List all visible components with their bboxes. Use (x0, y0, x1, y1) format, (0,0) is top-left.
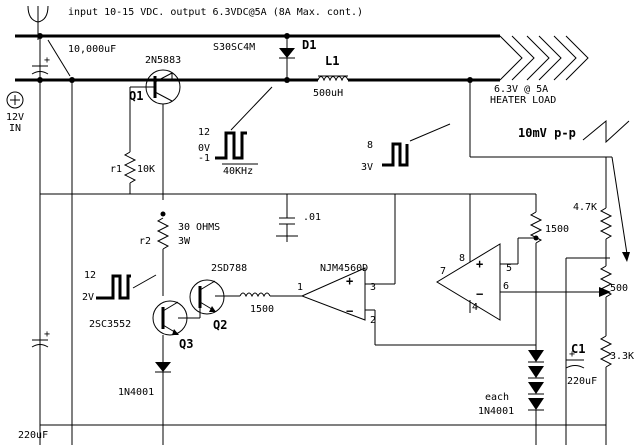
title-text: input 10-15 VDC. output 6.3VDC@5A (8A Ma… (68, 7, 363, 18)
pin-5: 5 (506, 263, 512, 274)
diode-part-number: 1N4001 (118, 387, 154, 398)
q1-part-number: 2N5883 (145, 55, 181, 66)
d1-part-number: S30SC4M (213, 42, 255, 53)
pin-3: 3 (370, 282, 376, 293)
r-1500-base-value: 1500 (250, 304, 274, 315)
opamp-a-minus: − (346, 304, 353, 318)
r-1500-right-value: 1500 (545, 224, 569, 235)
q2-part-number: 2SD788 (211, 263, 247, 274)
opamp-a-plus: + (346, 274, 353, 288)
supply-in-label: IN (9, 123, 21, 134)
bottom-cap-plus-sign: + (44, 329, 50, 340)
opamp-part-number: NJM4560D (320, 263, 368, 274)
heater-load-symbol (499, 35, 589, 81)
d1-label: D1 (302, 38, 316, 52)
waveform-opamp-out (382, 123, 451, 167)
r-4k7-value: 4.7K (573, 202, 597, 213)
opamp-a (300, 194, 536, 346)
cap-value: .01 (303, 212, 321, 223)
ripple-waveform (469, 80, 630, 262)
c1-plus-sign: + (569, 349, 575, 360)
diode-stack (528, 350, 544, 445)
pin-8: 8 (459, 253, 465, 264)
voltage-divider (565, 157, 613, 445)
waveform2-low: 3V (361, 162, 373, 173)
supply-voltage-label: 12V (6, 112, 24, 123)
l1-inductor (317, 75, 349, 85)
q1-label: Q1 (129, 89, 143, 103)
d1-diode (279, 36, 295, 80)
opamp-b-plus: + (476, 257, 483, 271)
diode-stack-part: 1N4001 (478, 406, 514, 417)
input-capacitor-value: 10,000uF (68, 44, 116, 55)
c1-label: C1 (571, 342, 585, 356)
pin-6: 6 (503, 281, 509, 292)
r2-wattage: 3W (178, 236, 191, 247)
q2-transistor (189, 279, 240, 315)
capacitor-plus-sign: + (44, 55, 50, 66)
c1-capacitor (565, 359, 585, 369)
pin-4: 4 (472, 302, 478, 313)
r1-value: 10K (137, 164, 155, 175)
q3-transistor (152, 296, 201, 362)
q1-transistor (130, 69, 181, 200)
l1-value: 500uH (313, 88, 343, 99)
r1-resistor (123, 87, 137, 194)
r1-label: r1 (110, 164, 122, 175)
waveform-40khz (215, 86, 273, 165)
waveform1-low: -1 (198, 153, 210, 164)
pin-1: 1 (297, 282, 303, 293)
r2-resistor (156, 211, 170, 296)
pot-value: 500 (610, 283, 628, 294)
ripple-label: 10mV p-p (518, 126, 576, 140)
cap-0.01uF (276, 194, 298, 242)
load-name-label: HEATER LOAD (490, 95, 556, 106)
bottom-cap-value: 220uF (18, 430, 48, 441)
diode-stack-each: each (485, 392, 509, 403)
r-3k3-value: 3.3K (610, 351, 634, 362)
r-1500-base (239, 292, 302, 298)
bottom-capacitor (31, 339, 49, 348)
diode-1n4001 (155, 362, 171, 445)
opamp-b-minus: − (476, 287, 483, 301)
waveform3-high: 12 (84, 270, 96, 281)
c1-value: 220uF (567, 376, 597, 387)
input-capacitor: + (31, 36, 71, 80)
r-1500-right (518, 194, 543, 350)
waveform1-frequency: 40KHz (223, 166, 253, 177)
opamp-b (436, 194, 600, 321)
waveform1-zero: 0V (198, 143, 210, 154)
l1-label: L1 (325, 54, 339, 68)
pin-2: 2 (370, 315, 376, 326)
r2-label: r2 (139, 236, 151, 247)
q2-label: Q2 (213, 318, 227, 332)
waveform2-high: 8 (367, 140, 373, 151)
dc-source-symbol (6, 91, 24, 109)
q3-part-number: 2SC3552 (89, 319, 131, 330)
waveform1-high: 12 (198, 127, 210, 138)
r2-value: 30 OHMS (178, 222, 220, 233)
load-rating-label: 6.3V @ 5A (494, 84, 548, 95)
pin-7: 7 (440, 266, 446, 277)
waveform3-low: 2V (82, 292, 94, 303)
q3-label: Q3 (179, 337, 193, 351)
waveform-driver (96, 274, 157, 300)
